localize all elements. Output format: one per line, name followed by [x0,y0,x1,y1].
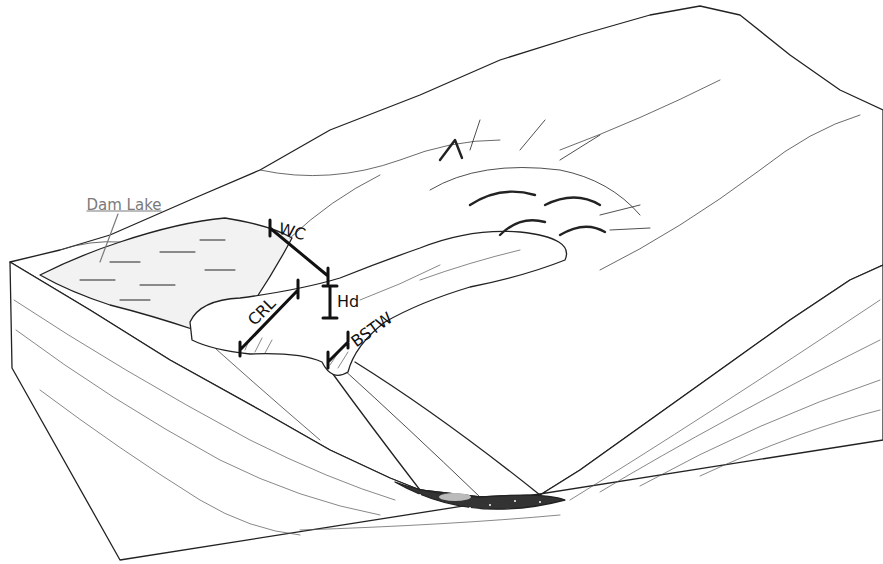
water-mark [160,252,195,253]
dimension-bar [323,286,337,318]
strata-line [640,380,880,486]
dam-lake [40,218,292,330]
water-mark [80,280,115,281]
gravel-dot [489,504,491,506]
deposit-hatch [338,352,348,368]
deposit-hatch [265,340,272,353]
gravel-dot [514,500,516,502]
alluvial-deposit [395,482,565,509]
dimension-bar [240,280,298,356]
scarp [440,140,462,160]
strata-line [570,300,880,500]
river-bank [355,362,540,495]
water-mark [205,270,235,271]
strata-line [40,390,300,535]
water-mark [120,300,150,301]
scarp [470,192,535,205]
leader-line [100,214,118,262]
gravel-dot [419,494,421,496]
lake-label: Dam Lake [86,198,161,213]
scarp [560,227,605,235]
scarp [500,220,545,235]
river-bank [330,370,420,490]
scarp-hatch [470,120,480,150]
gravel-dot [539,501,541,503]
slope-line [560,80,720,150]
dimension-label: WC [277,221,307,243]
channel-lens [439,493,471,501]
deposit-hatch [420,250,520,280]
scarp-hatch [610,228,650,230]
slope-line [60,242,120,250]
dimension-label: CRL [245,295,278,328]
river-line [342,368,480,497]
scarp-hatch [520,120,545,150]
dimension-label: BSTW [349,310,396,350]
scarp-hatch [560,135,600,160]
water-mark [110,262,140,263]
landslide-deposit [190,231,567,375]
deposit-hatch [360,265,440,300]
dimension-bar [270,220,328,284]
gravel-dot [469,507,471,509]
deposit-hatch [255,338,262,352]
scarp-hatch [430,168,640,216]
dimension-bar [328,332,348,368]
scarp-hatch [600,205,640,215]
slope-line [600,115,860,270]
water-mark [140,285,175,286]
dimension-label: Hd [337,294,359,310]
water-mark [200,240,225,241]
strata-line [700,410,880,476]
strata-line [600,340,880,492]
slope-line [260,140,500,176]
scarp [545,198,600,206]
strata-line [300,515,560,530]
